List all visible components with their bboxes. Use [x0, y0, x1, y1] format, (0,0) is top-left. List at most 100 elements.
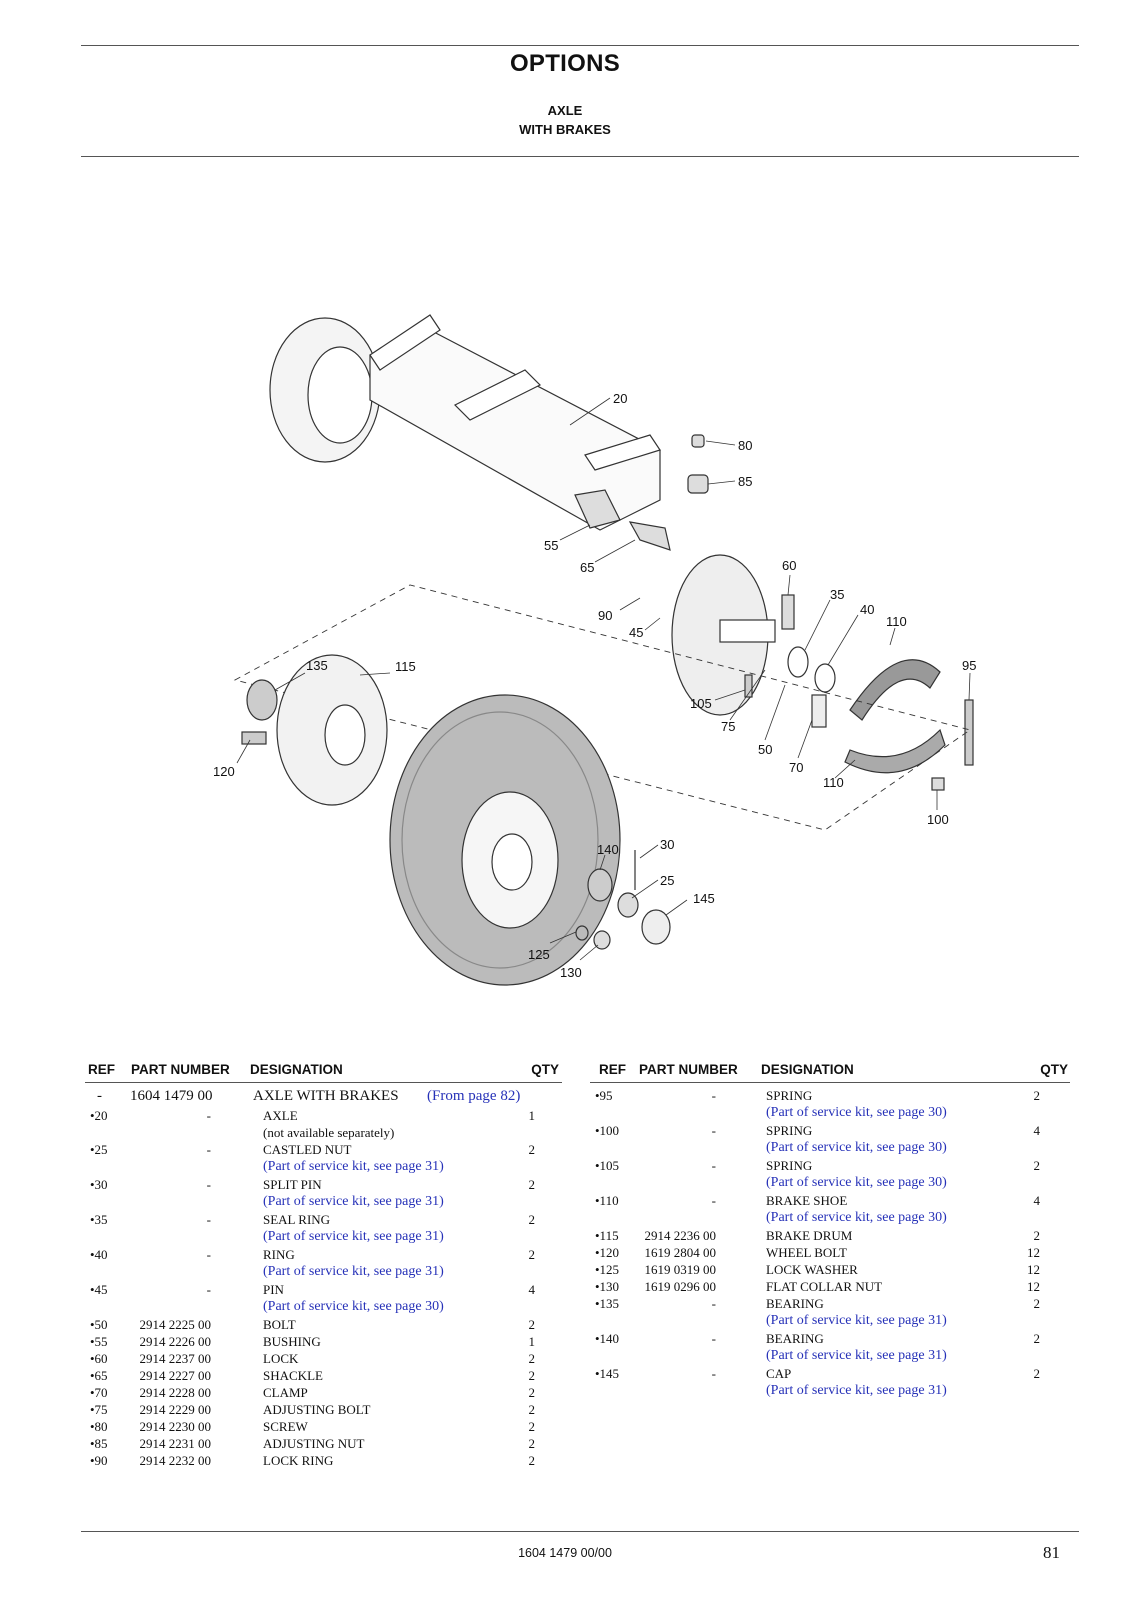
- part-number-cell: 2914 2229 00: [139, 1402, 212, 1417]
- service-kit-link[interactable]: (Part of service kit, see page 30): [263, 1299, 444, 1314]
- service-kit-link[interactable]: (Part of service kit, see page 30): [766, 1140, 947, 1155]
- part-number-cell: -: [711, 1088, 716, 1103]
- callout-45: 45: [629, 625, 643, 640]
- leader-130: [579, 944, 599, 961]
- leader-110-upper: [889, 627, 896, 646]
- leader-145: [665, 899, 688, 916]
- qty-cell: 2: [528, 1212, 536, 1227]
- leader-75: [729, 669, 766, 721]
- qty-cell: 4: [1033, 1193, 1041, 1208]
- callout-55: 55: [544, 538, 558, 553]
- ref-cell: •115: [595, 1228, 619, 1243]
- callout-20: 20: [613, 391, 627, 406]
- part-number-cell: -: [711, 1158, 716, 1173]
- callout-30: 30: [660, 837, 674, 852]
- designation-cell: RING: [263, 1247, 295, 1262]
- axle-bracket-right: [584, 434, 661, 471]
- designation-cell: BEARING: [766, 1331, 824, 1346]
- tyre-tread: [401, 711, 599, 969]
- header-part-number: PART NUMBER: [131, 1062, 230, 1077]
- qty-cell: 2: [528, 1317, 536, 1332]
- ref-cell: •95: [595, 1088, 613, 1103]
- ref-cell: •145: [595, 1366, 620, 1381]
- cap-part: [641, 909, 671, 945]
- clamp-part: [811, 694, 827, 728]
- wheel-bolt-part: [241, 731, 267, 745]
- part-number-cell: -: [206, 1212, 211, 1227]
- part-number-cell: 2914 2232 00: [139, 1453, 212, 1468]
- designation-cell: SPRING: [766, 1158, 813, 1173]
- part-number-cell: -: [206, 1177, 211, 1192]
- ref-cell: •130: [595, 1279, 620, 1294]
- designation-cell: CAP: [766, 1366, 792, 1381]
- ref-cell: •25: [90, 1142, 108, 1157]
- castled-nut-part: [617, 892, 639, 918]
- leader-40: [827, 614, 859, 666]
- page-number: 81: [1043, 1543, 1060, 1562]
- service-kit-link[interactable]: (Part of service kit, see page 31): [766, 1313, 947, 1328]
- qty-cell: 2: [1033, 1331, 1041, 1346]
- spindle: [719, 619, 776, 643]
- designation-cell: FLAT COLLAR NUT: [766, 1279, 883, 1294]
- leader-20: [569, 397, 611, 426]
- callout-145: 145: [693, 891, 715, 906]
- part-number-cell: -: [711, 1331, 716, 1346]
- callout-140: 140: [597, 842, 619, 857]
- ref-cell: •125: [595, 1262, 620, 1277]
- service-kit-link[interactable]: (Part of service kit, see page 31): [263, 1159, 444, 1174]
- service-kit-link[interactable]: (Part of service kit, see page 31): [263, 1194, 444, 1209]
- ref-cell: •80: [90, 1419, 108, 1434]
- note-text: (not available separately): [263, 1125, 395, 1140]
- callout-85: 85: [738, 474, 752, 489]
- part-number-cell: 1619 0296 00: [644, 1279, 717, 1294]
- leader-90: [619, 597, 641, 611]
- axle-exploded-diagram: 20 80 85 55 65 60 35 40 110 95 90 45 135…: [213, 314, 976, 986]
- header-qty: QTY: [531, 1062, 559, 1077]
- ref-cell: •90: [90, 1453, 108, 1468]
- service-kit-link[interactable]: (Part of service kit, see page 31): [766, 1348, 947, 1363]
- leader-70: [797, 719, 813, 759]
- service-kit-link[interactable]: (Part of service kit, see page 31): [263, 1264, 444, 1279]
- designation-cell: CASTLED NUT: [263, 1142, 352, 1157]
- designation-cell: AXLE: [263, 1108, 298, 1123]
- from-page-link[interactable]: (From page 82): [427, 1088, 521, 1104]
- leader-50: [764, 684, 786, 741]
- seal-ring-part: [787, 646, 809, 678]
- service-kit-link[interactable]: (Part of service kit, see page 30): [766, 1175, 947, 1190]
- part-number-cell: 1619 2804 00: [644, 1245, 717, 1260]
- service-kit-link[interactable]: (Part of service kit, see page 31): [263, 1229, 444, 1244]
- service-kit-link[interactable]: (Part of service kit, see page 31): [766, 1383, 947, 1398]
- service-kit-link[interactable]: (Part of service kit, see page 30): [766, 1105, 947, 1120]
- designation-cell: SEAL RING: [263, 1212, 331, 1227]
- header-qty: QTY: [1040, 1062, 1068, 1077]
- ref-cell: •60: [90, 1351, 108, 1366]
- lock-washer-part: [575, 925, 589, 941]
- designation-cell: SPRING: [766, 1123, 813, 1138]
- brake-shoe-lower: [844, 728, 946, 774]
- service-kit-link[interactable]: (Part of service kit, see page 30): [766, 1210, 947, 1225]
- leader-35: [804, 599, 831, 651]
- header-bottom-rule: [81, 156, 1079, 157]
- qty-cell: 1: [528, 1334, 536, 1349]
- document-number: 1604 1479 00/00: [518, 1546, 612, 1560]
- qty-cell: 4: [1033, 1123, 1041, 1138]
- callout-80: 80: [738, 438, 752, 453]
- designation-cell: BRAKE SHOE: [766, 1193, 848, 1208]
- leader-135: [274, 672, 306, 691]
- ref-cell: •100: [595, 1123, 620, 1138]
- leader-60: [787, 574, 791, 596]
- assembly-dashed-frame: [233, 584, 972, 831]
- part-number-cell: -: [711, 1193, 716, 1208]
- section-subtitle-axle: AXLE: [547, 103, 583, 118]
- leader-85: [707, 480, 736, 485]
- designation-cell: WHEEL BOLT: [766, 1245, 847, 1260]
- designation-cell: LOCK RING: [263, 1453, 334, 1468]
